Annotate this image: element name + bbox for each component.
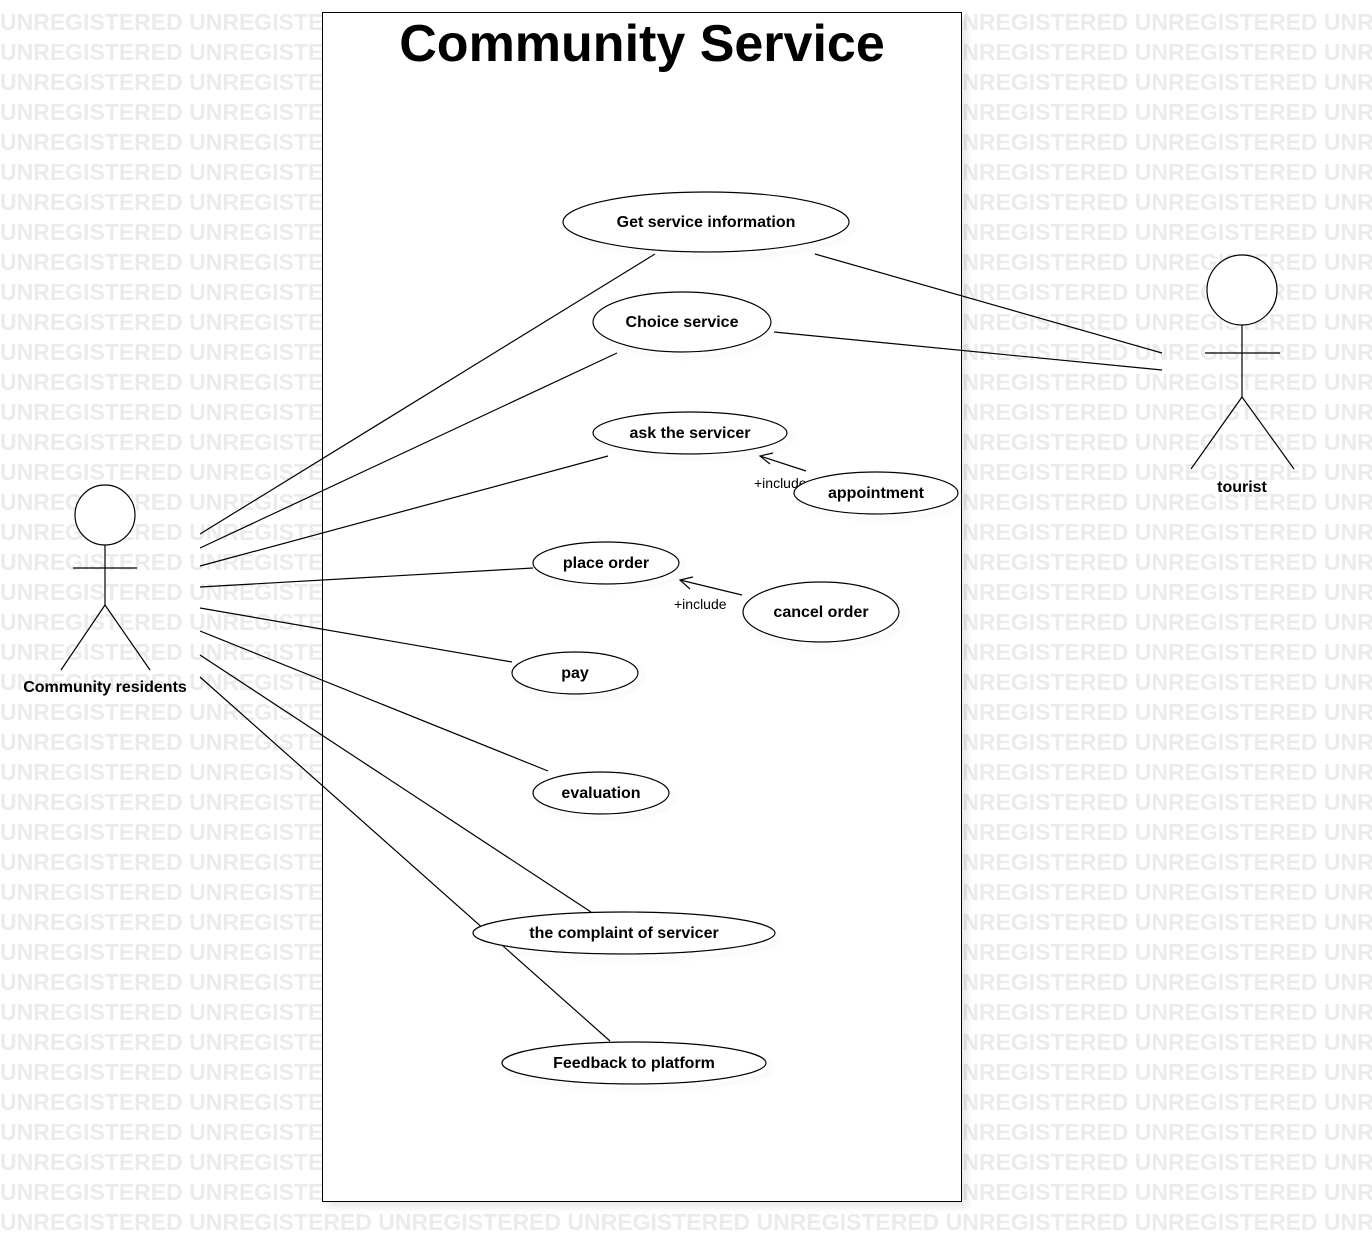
assoc-resident-choice[interactable] bbox=[199, 352, 618, 549]
include-cancel-place[interactable] bbox=[679, 579, 743, 596]
use-case-pay[interactable]: pay bbox=[511, 651, 639, 695]
use-case-complaint[interactable]: the complaint of servicer bbox=[472, 911, 776, 955]
watermark-row: UNREGISTERED UNREGISTERED UNREGISTERED U… bbox=[0, 1209, 1372, 1235]
actor-label-residents: Community residents bbox=[23, 679, 187, 696]
use-case-evaluation[interactable]: evaluation bbox=[532, 771, 670, 815]
use-case-choice-service[interactable]: Choice service bbox=[592, 291, 772, 353]
include-arrowhead-2 bbox=[678, 576, 694, 590]
include-label-1: +include bbox=[754, 475, 807, 491]
use-case-place-order[interactable]: place order bbox=[532, 541, 680, 585]
use-case-label: cancel order bbox=[773, 604, 868, 621]
use-case-get-info[interactable]: Get service information bbox=[562, 191, 850, 253]
include-arrowhead-1 bbox=[758, 452, 774, 465]
resident-associations bbox=[199, 253, 656, 1042]
use-case-ask-servicer[interactable]: ask the servicer bbox=[592, 411, 788, 455]
assoc-resident-ask[interactable] bbox=[199, 455, 609, 567]
actor-head bbox=[1206, 254, 1278, 326]
system-title: Community Service bbox=[399, 15, 885, 73]
use-case-label: evaluation bbox=[561, 785, 640, 802]
use-case-label: Feedback to platform bbox=[553, 1055, 715, 1072]
use-case-label: Choice service bbox=[626, 314, 739, 331]
actor-left-leg bbox=[1190, 396, 1243, 470]
assoc-resident-pay[interactable] bbox=[199, 607, 513, 663]
include-label-2: +include bbox=[674, 596, 727, 612]
assoc-resident-feedback[interactable] bbox=[199, 676, 611, 1042]
actor-right-leg bbox=[104, 604, 151, 671]
actor-community-residents[interactable] bbox=[60, 484, 151, 671]
actor-right-leg bbox=[1241, 396, 1295, 470]
assoc-resident-get-info[interactable] bbox=[199, 253, 656, 535]
assoc-resident-place-order[interactable] bbox=[199, 567, 534, 588]
use-case-label: ask the servicer bbox=[630, 425, 751, 442]
use-case-label: place order bbox=[563, 555, 649, 572]
use-case-feedback[interactable]: Feedback to platform bbox=[501, 1041, 767, 1085]
actor-head bbox=[74, 484, 136, 546]
actor-left-leg bbox=[60, 604, 106, 671]
use-case-label: the complaint of servicer bbox=[529, 925, 718, 942]
actor-tourist[interactable] bbox=[1190, 254, 1295, 470]
use-case-label: appointment bbox=[828, 485, 925, 502]
use-case-label: pay bbox=[561, 665, 589, 682]
tourist-associations bbox=[773, 253, 1163, 371]
include-appointment-ask[interactable] bbox=[759, 455, 807, 472]
use-case-appointment[interactable]: appointment bbox=[793, 471, 959, 515]
use-case-cancel-order[interactable]: cancel order bbox=[742, 581, 900, 643]
assoc-tourist-choice[interactable] bbox=[773, 331, 1163, 371]
assoc-tourist-get-info[interactable] bbox=[814, 253, 1163, 354]
use-case-label: Get service information bbox=[617, 214, 796, 231]
include-dependencies bbox=[678, 452, 807, 596]
actor-label-tourist: tourist bbox=[1217, 479, 1267, 496]
assoc-resident-complaint[interactable] bbox=[199, 654, 592, 913]
assoc-resident-evaluation[interactable] bbox=[199, 630, 549, 772]
